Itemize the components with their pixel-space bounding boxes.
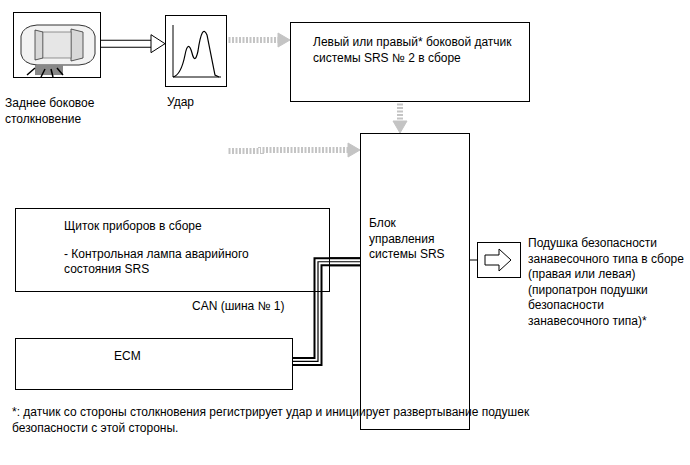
sequence-arrow bbox=[101, 35, 165, 53]
connector-stroke bbox=[227, 37, 279, 43]
srs-ecu-box: Блок управления системы SRS bbox=[360, 133, 470, 430]
impact-marks bbox=[27, 68, 63, 77]
curtain-airbag-box: Подушка безопасности занавесочного типа … bbox=[477, 242, 521, 278]
car-windshield bbox=[71, 29, 83, 61]
connector-stroke bbox=[101, 40, 152, 48]
node-text: Щиток приборов в сборе bbox=[64, 219, 264, 235]
can-bus-line bbox=[293, 262, 360, 362]
squib-symbol bbox=[477, 242, 521, 278]
picture-frame bbox=[14, 13, 101, 78]
connector-stroke bbox=[227, 150, 349, 151]
connector-stroke bbox=[293, 262, 360, 362]
instrument-panel-box: Щиток приборов в сборе - Контрольная ламп… bbox=[15, 208, 330, 292]
ecm-box: ECM bbox=[15, 338, 293, 390]
side-sensor-box: Левый или правый* боковой датчик системы… bbox=[290, 22, 530, 102]
impact-curve bbox=[173, 31, 219, 77]
car-rear-window bbox=[35, 30, 43, 60]
arrow-head bbox=[393, 121, 407, 133]
car-roof bbox=[43, 32, 71, 58]
wire bbox=[470, 260, 477, 261]
node-text: Заднее боковое столкновение bbox=[5, 96, 117, 127]
signal-arrow bbox=[227, 33, 290, 47]
connector-stroke bbox=[470, 260, 477, 261]
footnote: *: датчик со стороны столкновения регист… bbox=[12, 404, 577, 436]
node-text: Подушка безопасности занавесочного типа … bbox=[528, 236, 686, 330]
node-text: Левый или правый* боковой датчик системы… bbox=[313, 35, 515, 66]
graph-axes bbox=[173, 25, 221, 77]
connector-stroke bbox=[397, 102, 403, 122]
connector-stroke bbox=[101, 41, 152, 47]
car-body bbox=[21, 25, 95, 65]
node-text: ECM bbox=[114, 349, 282, 365]
signal-arrow bbox=[393, 102, 407, 133]
connector-stroke bbox=[227, 37, 279, 43]
arrow-head bbox=[151, 35, 165, 53]
connector-stroke bbox=[227, 150, 349, 151]
arrow-head bbox=[348, 143, 360, 157]
car-illustration bbox=[13, 12, 101, 78]
bus-label: CAN (шина № 1) bbox=[192, 298, 322, 314]
graph-frame bbox=[166, 16, 227, 87]
impact-graph bbox=[165, 15, 227, 87]
squib-frame bbox=[478, 243, 521, 278]
connector-stroke bbox=[293, 262, 360, 362]
collision-picture: Заднее боковое столкновение bbox=[13, 12, 101, 78]
node-text: Удар bbox=[167, 95, 227, 111]
impact-graph-box: Удар bbox=[165, 15, 227, 87]
node-text: Блок управления системы SRS bbox=[369, 216, 461, 263]
deploy-arrow bbox=[485, 249, 511, 271]
arrow-head bbox=[278, 33, 290, 47]
signal-arrow bbox=[227, 143, 360, 157]
connector-stroke bbox=[293, 262, 360, 362]
node-text: - Контрольная лампа аварийного состояния… bbox=[64, 247, 264, 278]
connector-stroke bbox=[397, 102, 403, 122]
